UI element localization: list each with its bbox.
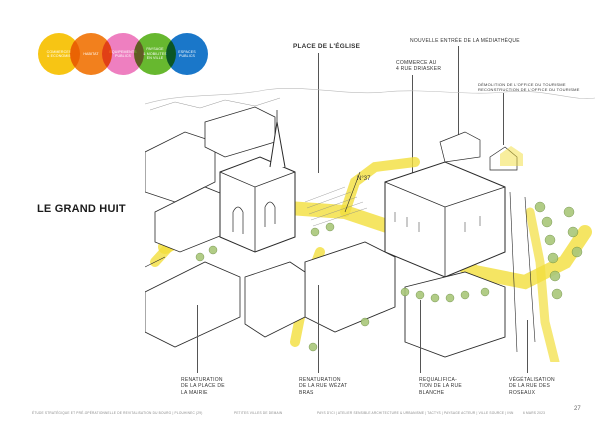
street-number-marker: N°37 xyxy=(357,176,371,182)
footer-program: PETITES VILLES DE DEMAIN xyxy=(234,411,283,415)
label-demolition: DÉMOLITION DE L'OFFICE DU TOURISME RECON… xyxy=(478,82,580,93)
leader-line xyxy=(197,305,198,373)
leader-line xyxy=(503,93,504,145)
label-rue-des-roseaux: VÉGÉTALISATION DE LA RUE DES ROSEAUX xyxy=(509,377,555,396)
leader-line xyxy=(458,46,459,150)
label-rue-wezat-bras: RENATURATION DE LA RUE WÉZAT BRAS xyxy=(299,377,348,396)
footer-study-title: ÉTUDE STRATÉGIQUE ET PRÉ-OPÉRATIONNELLE … xyxy=(32,411,203,415)
leader-line xyxy=(527,320,528,373)
leader-line xyxy=(420,300,421,373)
footer-date: 6 MARS 2023 xyxy=(523,411,546,415)
label-rue-blanche: REQUALIFICA- TION DE LA RUE BLANCHE xyxy=(419,377,462,396)
page-number: 27 xyxy=(574,406,581,412)
leader-line xyxy=(318,285,319,373)
page-title: LE GRAND HUIT xyxy=(37,203,126,215)
leader-line xyxy=(412,75,413,175)
footer-team: PAYS D'ICI | ATELIER SENSIBLE ARCHITECTU… xyxy=(317,411,514,415)
label-mediatheque: NOUVELLE ENTRÉE DE LA MÉDIATHÈQUE xyxy=(410,38,520,44)
aerial-sketch-illustration: N°37 xyxy=(145,88,595,362)
label-place-mairie: RENATURATION DE LA PLACE DE LA MAIRIE xyxy=(181,377,225,396)
label-place-eglise: PLACE DE L'ÉGLISE xyxy=(293,43,361,50)
theme-circle-espaces-publics: ESPACES PUBLICS xyxy=(166,33,208,75)
leader-line xyxy=(318,53,319,173)
label-commerce: COMMERCE AU 4 RUE DRIASKER xyxy=(396,60,442,73)
